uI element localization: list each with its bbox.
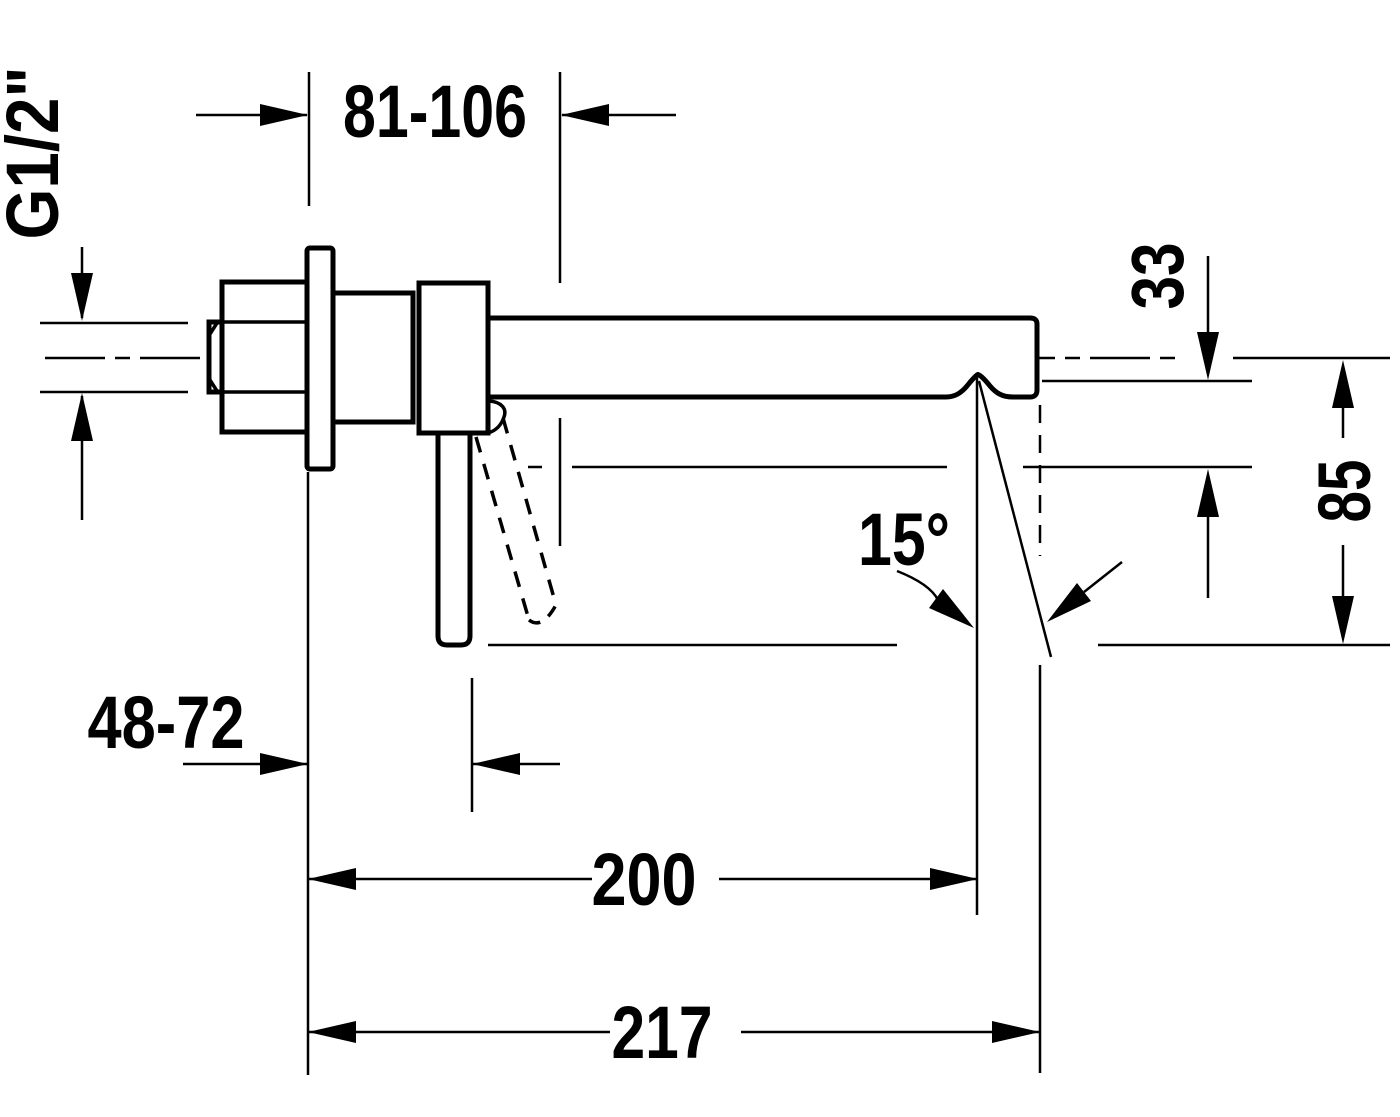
arrowhead-48-72-left [260, 753, 308, 775]
spout-outline [488, 315, 1040, 400]
dim-label-33: 33 [1116, 243, 1199, 310]
arrowhead-81-106-left [260, 104, 308, 126]
arrowhead-85-down [1332, 596, 1354, 644]
dim-label-g12: G1/2" [0, 67, 74, 240]
dim-label-81-106: 81-106 [343, 70, 527, 153]
sleeve-block [330, 290, 416, 425]
dimension-g12: G1/2" [0, 67, 93, 520]
thread-nipple [206, 319, 225, 395]
dimension-81-106: 81-106 [196, 70, 676, 546]
arrowhead-217-right [992, 1021, 1040, 1043]
dim-label-15deg: 15° [858, 498, 950, 581]
arrowhead-33-down [1197, 332, 1219, 380]
stream-direction-line [977, 380, 1053, 658]
mounting-nut-block [416, 280, 491, 436]
arrowhead-200-right [930, 868, 978, 890]
arrowhead-33-up [1197, 469, 1219, 517]
arrowhead-g12-up [71, 393, 93, 441]
arrowhead-15deg-right [1047, 583, 1091, 622]
arrowhead-81-106-right [561, 104, 609, 126]
angle-15deg: 15° [858, 377, 1123, 915]
dim-label-85: 85 [1303, 460, 1386, 523]
arrowhead-g12-down [71, 273, 93, 321]
dim-label-48-72: 48-72 [88, 681, 245, 764]
arrowhead-200-left [308, 868, 356, 890]
arrowhead-15deg-left [929, 589, 974, 628]
arrowhead-85-up [1332, 360, 1354, 408]
dimension-85: 85 [1303, 360, 1386, 644]
dimension-200: 200 [308, 838, 978, 921]
arrowhead-217-left [308, 1021, 356, 1043]
cartridge-dome-curve [487, 399, 507, 435]
dimension-217: 217 [308, 405, 1042, 1074]
lever-handle-swivel-dashed [474, 417, 558, 625]
arrowhead-48-72-right [472, 753, 520, 775]
lever-handle [435, 428, 473, 648]
flange-plate [304, 245, 336, 472]
dim-label-200: 200 [592, 838, 697, 921]
dim-label-217: 217 [612, 991, 713, 1074]
dimension-48-72: 48-72 [88, 678, 560, 812]
dimension-33: 33 [1116, 243, 1219, 598]
union-nut [219, 279, 310, 435]
